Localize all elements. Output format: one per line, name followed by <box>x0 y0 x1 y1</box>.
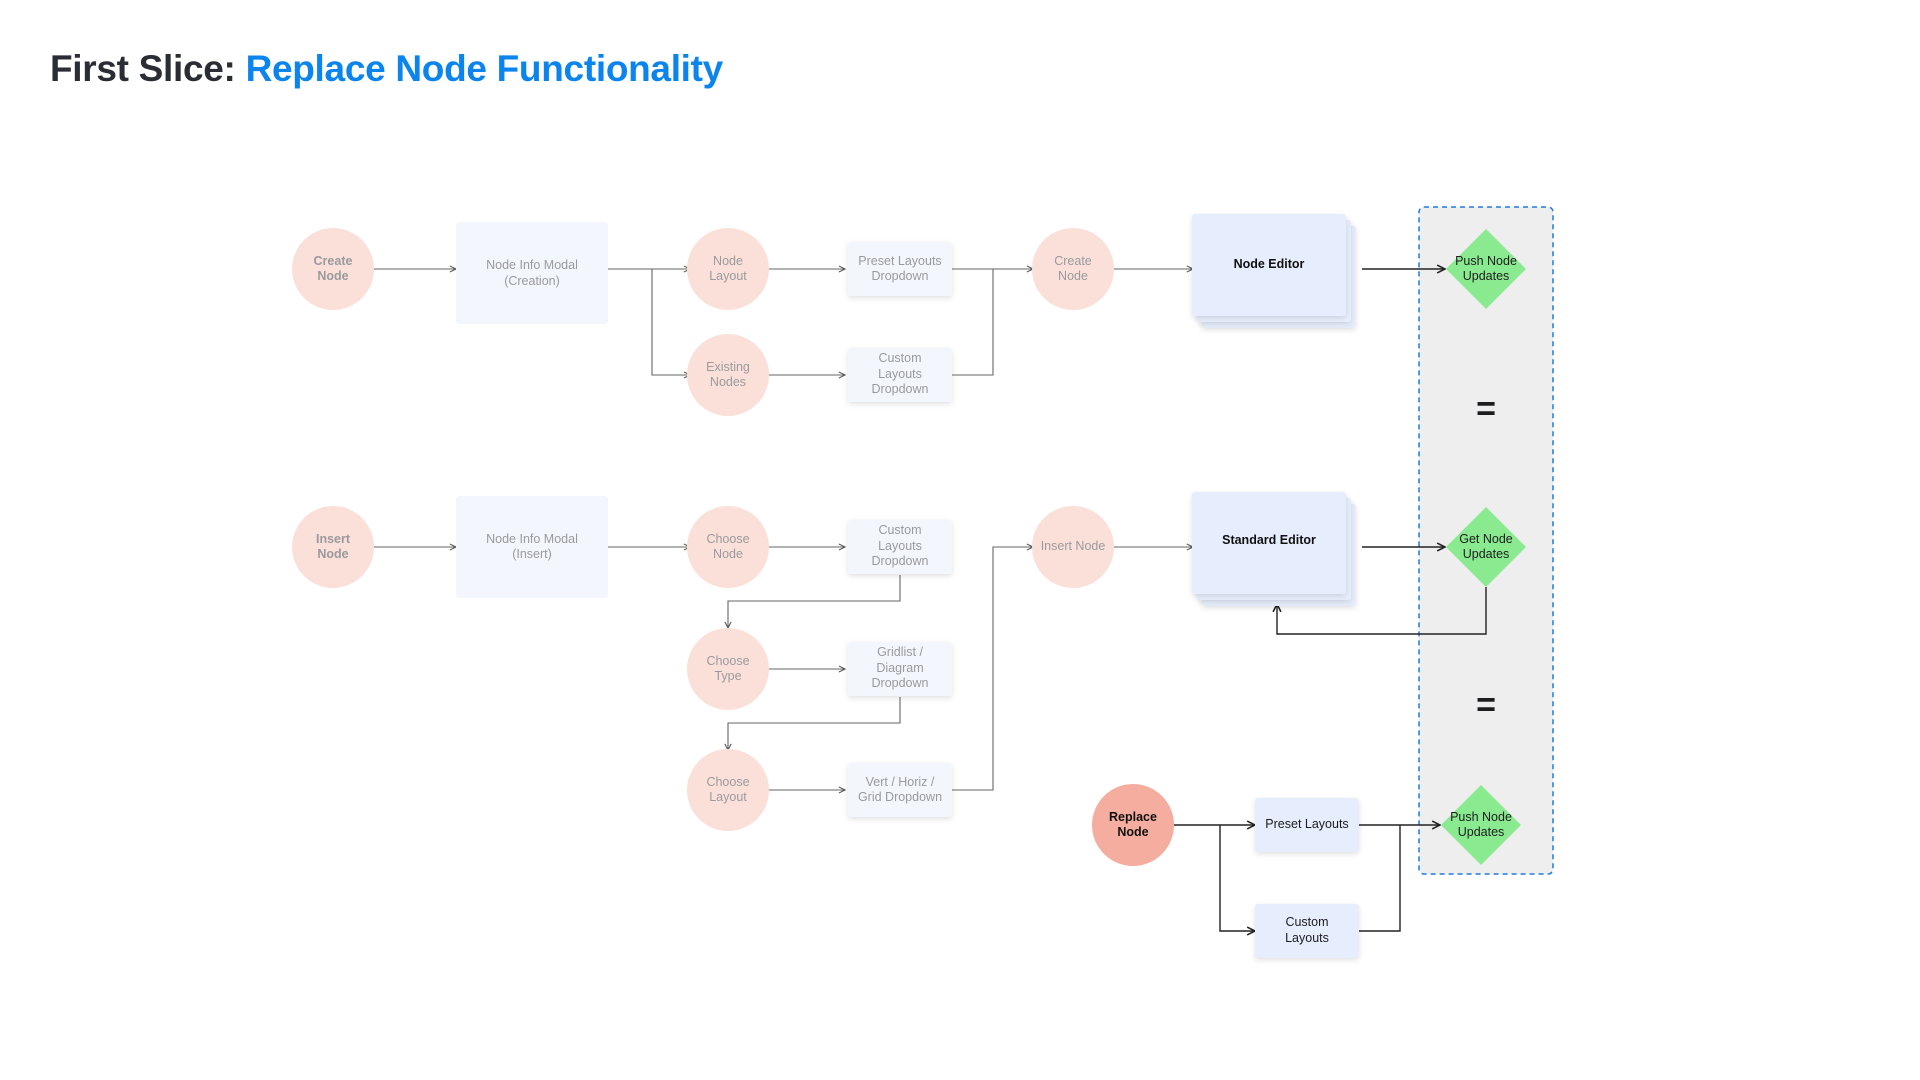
preset-layouts-option[interactable]: Preset Layouts <box>1255 798 1359 852</box>
page-title: First Slice: Replace Node Functionality <box>50 48 723 90</box>
node-info-modal-insert[interactable]: Node Info Modal(Insert) <box>456 496 608 598</box>
title-prefix: First Slice: <box>50 48 236 89</box>
vert-horiz-grid-dropdown[interactable]: Vert / Horiz /Grid Dropdown <box>848 763 952 817</box>
node-editor-stack[interactable]: Node Editor <box>1192 214 1356 328</box>
svg-text:Node Info Modal(Creation): Node Info Modal(Creation) <box>486 258 578 288</box>
svg-text:Vert / Horiz /Grid Dropdown: Vert / Horiz /Grid Dropdown <box>858 775 942 804</box>
svg-text:Node Editor: Node Editor <box>1234 257 1305 271</box>
insert-node-step[interactable]: Insert Node <box>1032 506 1114 588</box>
equals-sign-1: = <box>1476 390 1496 428</box>
svg-text:Preset Layouts: Preset Layouts <box>1265 817 1348 831</box>
connectors <box>374 269 1487 931</box>
svg-text:Insert Node: Insert Node <box>1041 539 1106 553</box>
equals-sign-2: = <box>1476 686 1496 724</box>
svg-text:Node Info Modal(Insert): Node Info Modal(Insert) <box>486 532 578 561</box>
title-accent: Replace Node Functionality <box>245 48 724 89</box>
node-info-modal-creation[interactable]: Node Info Modal(Creation) <box>456 222 608 324</box>
standard-editor-stack[interactable]: Standard Editor <box>1192 492 1356 606</box>
svg-text:Standard Editor: Standard Editor <box>1222 533 1316 547</box>
